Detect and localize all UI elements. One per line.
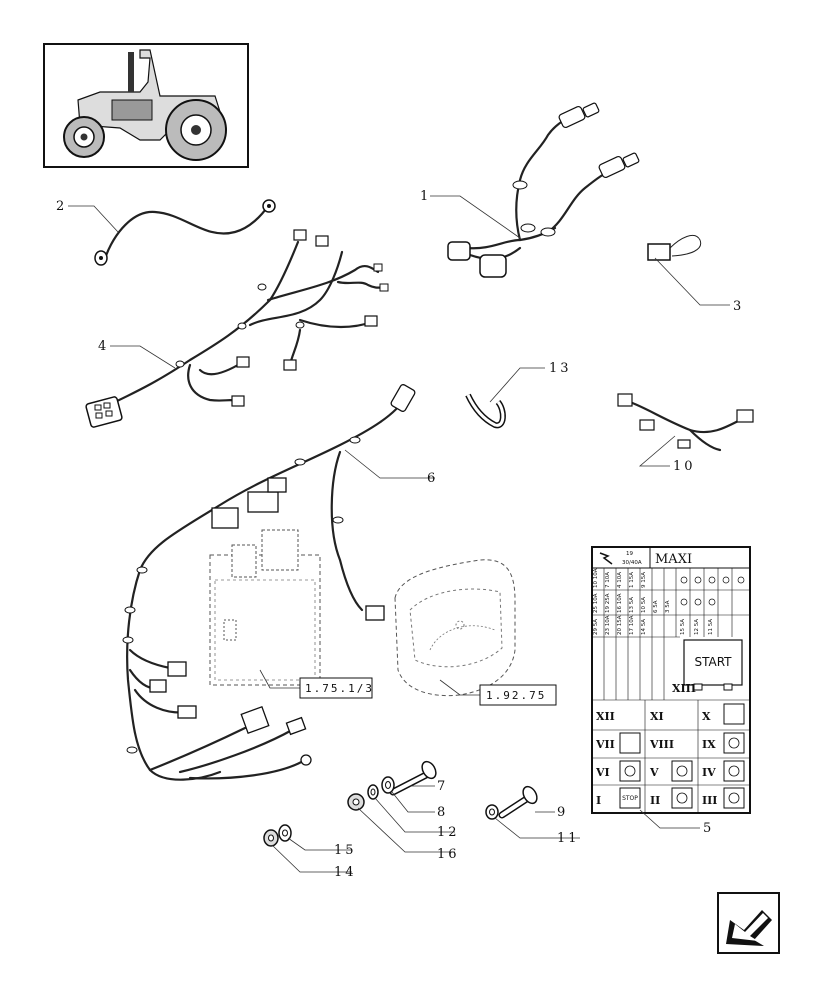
label-14: 14 [334,865,357,880]
svg-text:VII: VII [595,738,615,751]
svg-text:XI: XI [650,710,664,723]
washer-part-15 [278,824,292,842]
reference-1: 1.75.1/3 [305,682,374,695]
label-11: 11 [557,831,580,846]
harness-part-10 [617,393,754,452]
svg-text:3 5A: 3 5A [665,600,671,613]
svg-text:VIII: VIII [649,738,674,751]
svg-text:XII: XII [596,710,615,723]
svg-text:16 10A: 16 10A [617,593,623,613]
svg-text:I: I [596,794,601,807]
washer-part-12 [367,784,379,800]
label-5: 5 [703,821,711,836]
svg-text:12 5A: 12 5A [694,619,700,635]
svg-text:6 5A: 6 5A [653,600,659,613]
harness-part-1 [447,102,640,278]
part-labels: 2 1 3 4 13 6 10 5 7 8 9 12 11 16 15 14 [56,189,741,880]
label-4: 4 [98,339,106,354]
svg-text:XIII: XIII [672,682,696,695]
svg-text:1 15A: 1 15A [629,572,635,588]
svg-text:V: V [649,766,659,779]
connector-part-3 [647,235,702,261]
fuse-box-part-5: MAXI 19 30/40A 10 10A 7 10A 4 10A 1 15A … [591,546,751,814]
harness-part-4 [85,229,389,428]
start-label: START [694,655,732,669]
fuse-box-note-1: 19 [626,551,633,557]
label-15: 15 [334,843,357,858]
nut-part-14 [263,829,279,847]
svg-text:14 5A: 14 5A [641,619,647,635]
fuse-box-title: MAXI [655,552,692,567]
svg-text:9 15A: 9 15A [641,572,647,588]
washer-part-8 [381,776,395,794]
label-12: 12 [437,825,460,840]
label-6: 6 [427,471,435,486]
svg-text:4 10A: 4 10A [617,572,623,588]
label-16: 16 [437,847,460,862]
clip-part-13 [465,393,506,429]
tractor-inset [43,43,249,168]
ground-cable-part-2 [94,199,276,266]
instrument-cluster [394,559,516,697]
label-10: 10 [673,459,696,474]
svg-text:19 25A: 19 25A [605,593,611,613]
svg-text:15 5A: 15 5A [680,619,686,635]
svg-text:17 10A: 17 10A [629,615,635,635]
reference-box-2: 1.92.75 [479,684,557,706]
svg-text:IV: IV [702,766,716,779]
label-8: 8 [437,805,445,820]
bolt-part-7 [389,760,437,796]
svg-text:7 10A: 7 10A [605,572,611,588]
svg-text:10 10A: 10 10A [593,568,599,588]
label-7: 7 [437,779,445,794]
svg-text:25 10A: 25 10A [593,593,599,613]
nut-part-16 [347,793,365,811]
washer-part-11 [485,804,499,820]
control-unit [209,529,321,686]
svg-text:II: II [650,794,660,807]
svg-text:13 5A: 13 5A [629,597,635,613]
svg-text:10 5A: 10 5A [641,597,647,613]
svg-text:29 5A: 29 5A [593,619,599,635]
label-3: 3 [733,299,741,314]
svg-text:III: III [702,794,717,807]
svg-text:X: X [702,710,711,723]
label-9: 9 [557,805,565,820]
harness-part-6 [122,384,416,781]
svg-text:11 5A: 11 5A [708,619,714,635]
fuse-box-note-2: 30/40A [622,560,642,566]
leader-lines [68,195,730,873]
previous-page-arrow-icon[interactable] [717,892,780,954]
svg-text:VI: VI [595,766,610,779]
label-13: 13 [549,361,572,376]
bolt-part-9 [498,785,538,819]
stop-label: STOP [622,795,638,802]
reference-2: 1.92.75 [486,689,546,702]
reference-box-1: 1.75.1/3 [299,677,374,699]
svg-text:IX: IX [702,738,716,751]
label-2: 2 [56,199,64,214]
label-1: 1 [420,189,428,204]
svg-text:20 15A: 20 15A [617,615,623,635]
svg-text:23 10A: 23 10A [605,615,611,635]
